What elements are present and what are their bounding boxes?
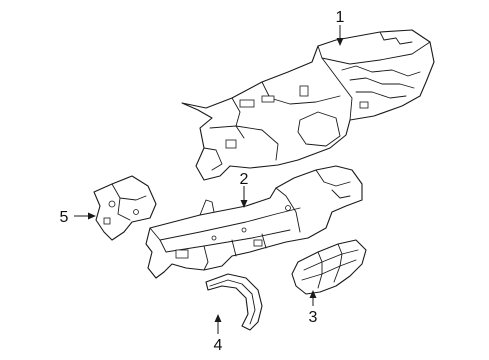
part-2-cross-car-beam — [145, 165, 363, 279]
arrowhead-3 — [309, 290, 317, 298]
arrowhead-4 — [214, 314, 222, 322]
callout-1: 1 — [336, 9, 345, 26]
callout-labels: 1 2 3 4 5 — [60, 9, 345, 354]
part-4-curved-bracket — [205, 273, 263, 331]
part-3-knee-bracket — [291, 239, 367, 295]
arrowhead-2 — [240, 200, 248, 208]
callout-5: 5 — [60, 209, 69, 226]
part-5-side-bracket — [93, 175, 157, 241]
leader-lines — [74, 25, 344, 334]
callout-2: 2 — [240, 171, 249, 188]
callout-4: 4 — [214, 337, 223, 354]
arrowhead-1 — [336, 38, 344, 46]
callout-3: 3 — [309, 309, 318, 326]
arrowhead-5 — [88, 212, 96, 220]
part-1-instrument-panel — [181, 29, 435, 181]
